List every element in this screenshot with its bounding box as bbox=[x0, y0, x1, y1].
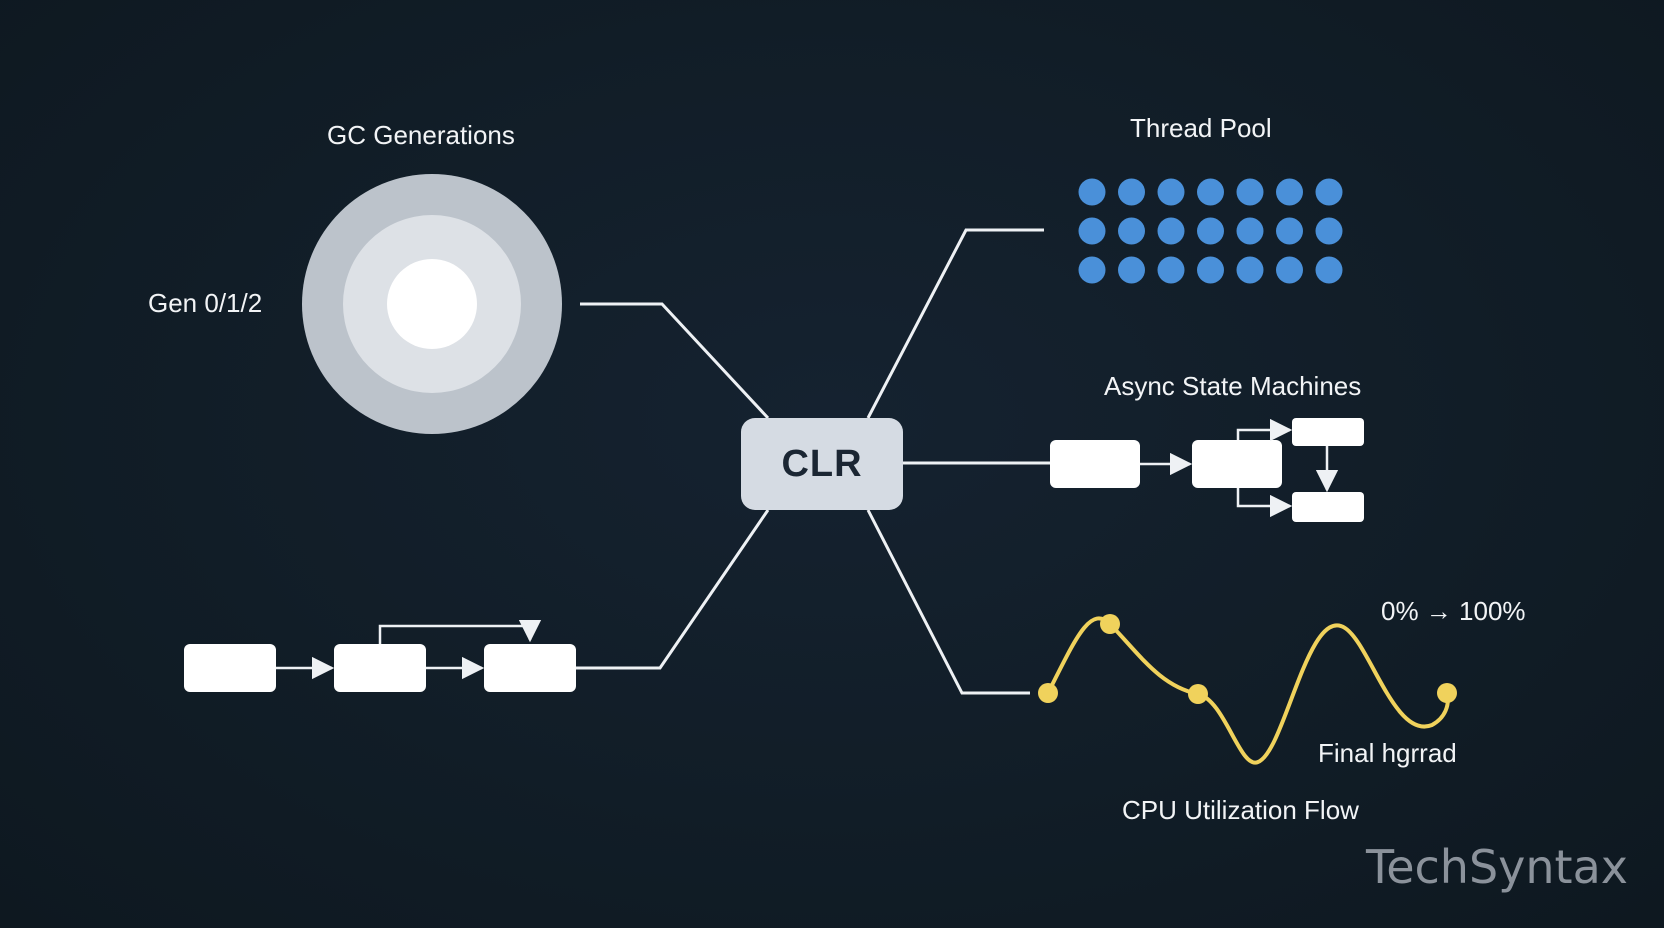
async-state-machine-graphic bbox=[1050, 418, 1364, 522]
cpu-point-peak bbox=[1100, 614, 1120, 634]
cpu-title: CPU Utilization Flow bbox=[1122, 795, 1359, 825]
thread-dot bbox=[1118, 178, 1145, 206]
pipeline-node-2 bbox=[334, 644, 426, 692]
brand-watermark: TechSyntax bbox=[1365, 840, 1628, 894]
thread-dot bbox=[1118, 217, 1145, 245]
async-node-start bbox=[1050, 440, 1140, 488]
async-arrow-down bbox=[1236, 488, 1293, 518]
thread-dot bbox=[1118, 256, 1145, 284]
pipeline-node-3 bbox=[484, 644, 576, 692]
cpu-range-label: 0% → 100% bbox=[1381, 596, 1526, 626]
connector-cpu bbox=[866, 509, 1030, 695]
thread-pool-title: Thread Pool bbox=[1130, 113, 1272, 143]
thread-pool-grid bbox=[1078, 178, 1343, 284]
cpu-point-start bbox=[1038, 683, 1058, 703]
thread-dot bbox=[1315, 217, 1343, 245]
cpu-end-label: Final hgrrad bbox=[1318, 738, 1457, 768]
async-node-await bbox=[1192, 440, 1282, 488]
gc-side-label: Gen 0/1/2 bbox=[148, 288, 263, 318]
async-node-complete bbox=[1292, 492, 1364, 522]
connector-gc bbox=[580, 302, 770, 420]
thread-dot bbox=[1197, 217, 1224, 245]
thread-dot bbox=[1315, 256, 1343, 284]
thread-dot bbox=[1315, 178, 1343, 206]
async-node-resume bbox=[1292, 418, 1364, 446]
clr-label: CLR bbox=[781, 442, 863, 485]
gc-title: GC Generations bbox=[327, 120, 515, 150]
pipeline-node-1 bbox=[184, 644, 276, 692]
thread-dot bbox=[1276, 217, 1303, 245]
thread-dot bbox=[1157, 217, 1185, 245]
cpu-wave-graphic bbox=[1038, 614, 1457, 765]
connector-pipeline bbox=[574, 509, 770, 670]
thread-dot bbox=[1157, 178, 1185, 206]
clr-node: CLR bbox=[741, 418, 903, 510]
thread-dot bbox=[1078, 178, 1106, 206]
async-title: Async State Machines bbox=[1104, 371, 1362, 401]
connector-thread-pool bbox=[866, 228, 1044, 419]
thread-dot bbox=[1157, 256, 1185, 284]
thread-dot bbox=[1276, 178, 1303, 206]
async-arrow-up bbox=[1236, 418, 1293, 442]
thread-dot bbox=[1276, 256, 1303, 284]
thread-dot bbox=[1197, 256, 1224, 284]
cpu-point-end bbox=[1437, 683, 1457, 703]
cpu-point-mid bbox=[1188, 684, 1208, 704]
gc-generations-graphic bbox=[302, 174, 562, 434]
thread-dot bbox=[1236, 178, 1264, 206]
thread-dot bbox=[1236, 217, 1264, 245]
pipeline-arrow-loop bbox=[378, 619, 542, 644]
thread-dot bbox=[1078, 256, 1106, 284]
thread-dot bbox=[1236, 256, 1264, 284]
pipeline-graphic bbox=[184, 619, 576, 692]
thread-dot bbox=[1078, 217, 1106, 245]
thread-dot bbox=[1197, 178, 1224, 206]
gc-gen0-core bbox=[387, 259, 477, 349]
